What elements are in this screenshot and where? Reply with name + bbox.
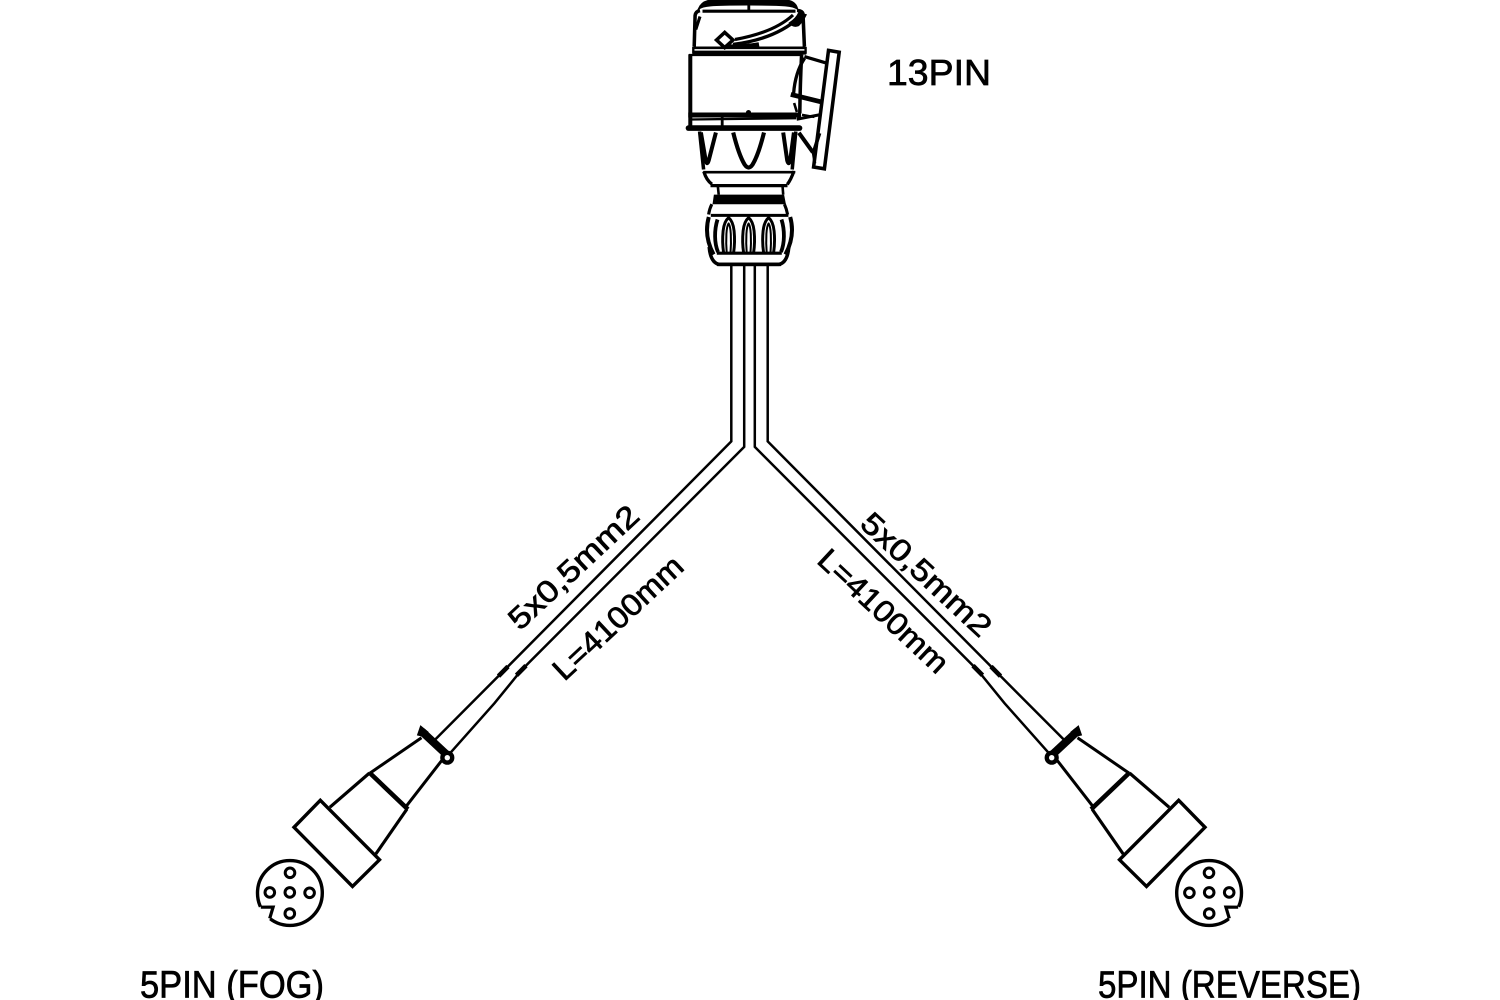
svg-text:5PIN (FOG): 5PIN (FOG)	[140, 965, 324, 1000]
svg-text:13PIN: 13PIN	[887, 52, 991, 93]
svg-text:5PIN (REVERSE): 5PIN (REVERSE)	[1098, 965, 1361, 1000]
